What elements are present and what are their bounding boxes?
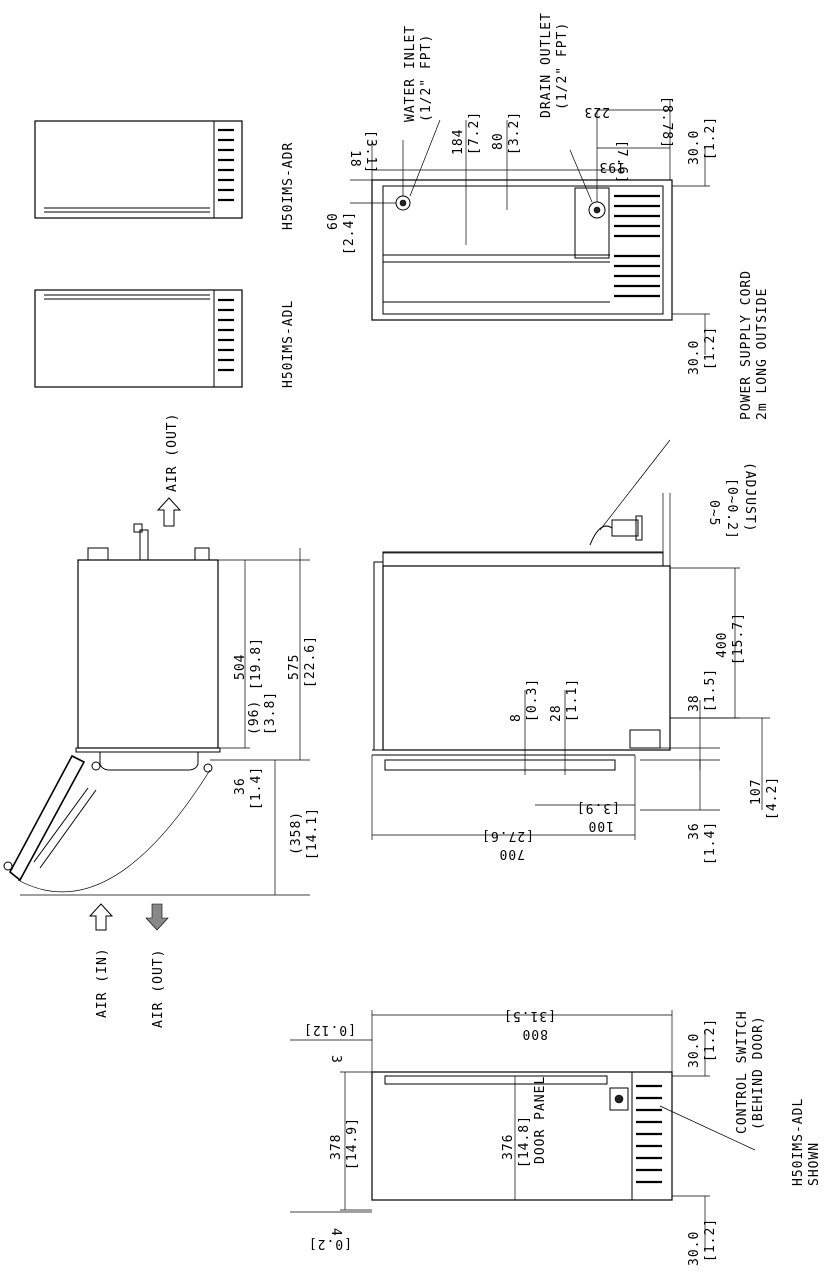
dim-378-in: [14.9] [345, 1117, 360, 1170]
dim-30-bottom-in: [1.2] [703, 326, 718, 370]
dim-107: 107 [749, 779, 764, 805]
dim-4: 4 [328, 1228, 343, 1237]
dim-700-in: [27.6] [481, 828, 534, 843]
power-cord-label: POWER SUPPLY CORD [739, 270, 754, 420]
dim-223-in: [8.78] [659, 96, 674, 149]
front-view [290, 1010, 756, 1250]
dim-8-in: [0.3] [525, 678, 540, 722]
water-inlet-size: (1/2" FPT) [419, 34, 434, 122]
dim-575-in: [22.6] [303, 635, 318, 688]
air-in-label: AIR (IN) [95, 947, 110, 1018]
water-inlet-label: WATER INLET [403, 25, 418, 122]
dim-96-in: [3.8] [263, 691, 278, 735]
dim-96: (96) [247, 700, 262, 735]
control-switch-note: (BEHIND DOOR) [751, 1015, 766, 1130]
adjust-label: (ADJUST) [742, 462, 757, 533]
front-grille [636, 1084, 662, 1184]
dim-30-front-bottom: 30.0 [687, 1231, 702, 1266]
control-switch [609, 1087, 629, 1111]
adr-label: H50IMS-ADR [281, 142, 296, 230]
air-out-arrow-bottom [145, 903, 169, 931]
adjust-inch: [0~0.2] [724, 478, 739, 540]
dim-28: 28 [549, 704, 564, 722]
dim-4-in: [0.2] [308, 1236, 352, 1251]
dim-30-front-bottom-in: [1.2] [703, 1218, 718, 1262]
air-out-top-label: AIR (OUT) [165, 413, 180, 492]
dim-30-front-top: 30.0 [687, 1033, 702, 1068]
dim-184: 184 [451, 129, 466, 155]
dim-504-in: [19.8] [249, 637, 264, 690]
dim-193: 193 [599, 159, 625, 174]
dim-376-in: [14.8] [517, 1115, 532, 1168]
dim-18-in: [3.1] [363, 130, 378, 174]
adl-grille [218, 298, 234, 372]
rear-grille [614, 194, 660, 298]
dim-378: 378 [329, 1134, 344, 1160]
air-out-bottom-label: AIR (OUT) [151, 949, 166, 1028]
dim-223: 223 [584, 104, 610, 119]
dim-800-in: [31.5] [503, 1008, 556, 1023]
dim-38-in: [1.5] [703, 668, 718, 712]
power-cord-length: 2m LONG OUTSIDE [755, 288, 770, 420]
dim-193-in: [7.6] [614, 140, 629, 184]
adr-grille [218, 128, 234, 202]
dim-3: 3 [328, 1055, 343, 1064]
dim-30-front-top-in: [1.2] [703, 1018, 718, 1062]
dim-80-in: [3.2] [507, 111, 522, 155]
dim-30-bottom: 30.0 [687, 340, 702, 375]
dim-700: 700 [499, 846, 525, 861]
dim-400-in: [15.7] [731, 612, 746, 665]
dim-30-top-in: [1.2] [703, 116, 718, 160]
dim-18: 18 [347, 150, 362, 168]
adjust-value: 0~5 [706, 500, 721, 526]
drain-outlet-label: DRAIN OUTLET [539, 12, 554, 118]
open-door [3, 754, 97, 882]
dim-107-in: [4.2] [765, 776, 780, 820]
door-panel-label: DOOR PANEL [533, 1076, 548, 1164]
side-view [371, 439, 770, 840]
dim-36-side-in: [1.4] [703, 821, 718, 865]
dim-36-side: 36 [687, 822, 702, 840]
adr-view [34, 120, 243, 219]
drain-outlet-size: (1/2" FPT) [555, 22, 570, 110]
dim-3-in: [0.12] [303, 1022, 356, 1037]
adl-label: H50IMS-ADL [281, 300, 296, 388]
dim-36-in: [1.4] [249, 766, 264, 810]
adl-view [34, 289, 243, 388]
front-model-label: H50IMS-ADL [791, 1098, 806, 1186]
dim-8: 8 [509, 713, 524, 722]
dim-60: 60 [326, 212, 341, 230]
dim-376: 376 [501, 1134, 516, 1160]
dim-800: 800 [522, 1026, 548, 1041]
dim-184-in: [7.2] [467, 111, 482, 155]
dim-60-in: [2.4] [342, 211, 357, 255]
dim-504: 504 [233, 654, 248, 680]
dim-30-top: 30.0 [687, 130, 702, 165]
dim-358-in: [14.1] [305, 807, 320, 860]
dim-358: (358) [289, 811, 304, 855]
dim-575: 575 [287, 654, 302, 680]
control-switch-label: CONTROL SWITCH [735, 1010, 750, 1134]
air-in-arrow [88, 903, 114, 931]
front-shown-label: SHOWN [807, 1142, 822, 1186]
dim-80: 80 [491, 132, 506, 150]
dim-100-in: [3.9] [576, 800, 620, 815]
dim-38: 38 [687, 694, 702, 712]
dim-28-in: [1.1] [565, 678, 580, 722]
dim-100: 100 [588, 818, 614, 833]
dim-36: 36 [233, 777, 248, 795]
air-out-arrow-top [156, 497, 182, 527]
rear-view [350, 100, 710, 355]
plan-view [3, 523, 310, 896]
dim-400: 400 [715, 632, 730, 658]
